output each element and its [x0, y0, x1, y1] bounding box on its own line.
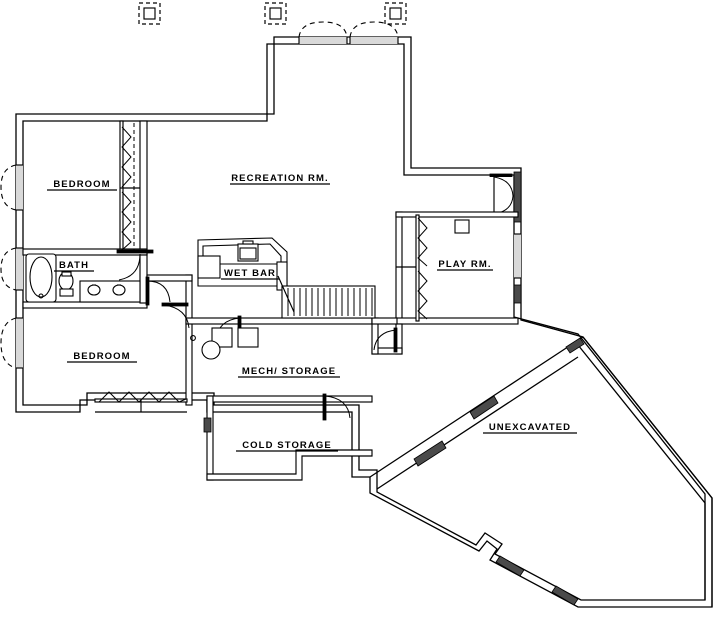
partition-rec-play-link — [371, 317, 398, 325]
partition-mech-cold-storage — [206, 395, 373, 403]
label-bedroom-lower-text: BEDROOM — [73, 351, 130, 362]
door-jamb-hatch-lower — [513, 284, 522, 304]
label-bath-text: BATH — [59, 260, 89, 271]
label-bedroom-upper: BEDROOM — [47, 179, 117, 191]
door-bedroom-upper[interactable] — [116, 249, 154, 281]
structural-post-2 — [264, 2, 287, 25]
right-wall-openings — [513, 171, 522, 304]
play-room-utility-box — [454, 219, 470, 234]
structural-post-1 — [138, 2, 161, 25]
label-play-room-text: PLAY RM. — [438, 259, 491, 270]
unexcavated-area-outline — [369, 336, 713, 607]
vanity-counter — [79, 280, 141, 303]
window-top-wall-group — [298, 21, 399, 44]
interior-partitions — [22, 120, 519, 481]
bathtub — [25, 253, 57, 303]
label-bedroom-upper-text: BEDROOM — [53, 179, 110, 190]
structural-post-markers — [138, 2, 407, 25]
partition-cold-storage-west — [206, 395, 214, 481]
partition-cold-storage-south — [206, 449, 373, 481]
closet-rod-play-room — [417, 217, 428, 320]
wet-bar-assembly — [197, 237, 288, 291]
partition-bath-bedroom-lower — [22, 301, 148, 309]
floor-drain — [190, 335, 196, 341]
bar-sink — [237, 240, 259, 262]
partition-bedroom-upper-east — [139, 120, 148, 255]
label-cold-storage: COLD STORAGE — [236, 440, 338, 452]
partition-play-room-west — [395, 211, 403, 325]
partition-play-room-north — [395, 211, 519, 218]
partition-hall-top — [146, 274, 193, 282]
mechanical-equipment — [190, 327, 259, 360]
label-mech-storage-text: MECH/ STORAGE — [242, 366, 336, 377]
closet-rod-bedroom-upper — [121, 123, 135, 252]
furnace-unit-a — [211, 327, 233, 348]
door-bath[interactable] — [145, 276, 171, 306]
foundation-beam-pockets — [413, 337, 585, 606]
window-well-bedroom-upper — [0, 164, 23, 211]
label-unexcavated: UNEXCAVATED — [483, 422, 577, 434]
partition-play-room-south — [395, 317, 519, 325]
window-wells-left-wall — [0, 164, 23, 369]
door-play-room[interactable] — [373, 327, 398, 353]
staircase — [277, 275, 376, 319]
closet-rod-bedroom-lower — [98, 391, 187, 403]
water-heater — [201, 340, 221, 360]
stair-treads — [287, 288, 373, 316]
bathroom-fixtures — [25, 253, 141, 303]
label-bedroom-lower: BEDROOM — [67, 351, 137, 363]
door-bedroom-lower[interactable] — [161, 302, 190, 329]
label-mech-storage: MECH/ STORAGE — [238, 366, 340, 378]
window-play-room-right — [514, 233, 521, 279]
label-wet-bar: WET BAR — [221, 268, 279, 280]
window-top-right — [349, 21, 399, 44]
closet-wall-play-room — [415, 214, 420, 322]
label-bath: BATH — [54, 260, 94, 272]
partition-mech-storage-north — [185, 317, 373, 325]
label-recreation-room-text: RECREATION RM. — [231, 173, 329, 184]
label-wet-bar-text: WET BAR — [224, 268, 276, 279]
bar-cabinet — [197, 255, 221, 279]
stair-run — [281, 285, 376, 319]
cold-storage-vent — [203, 417, 212, 433]
door-cold-storage[interactable] — [322, 393, 351, 421]
label-recreation-room: RECREATION RM. — [230, 173, 330, 185]
toilet — [58, 271, 74, 297]
window-well-bedroom-lower — [0, 317, 23, 369]
furnace-unit-b — [237, 327, 259, 348]
window-well-bath — [0, 247, 23, 291]
room-labels: BEDROOM BATH BEDROOM RECREATION RM. WET … — [47, 173, 577, 452]
stair-cut-line — [277, 275, 295, 313]
label-play-room: PLAY RM. — [437, 259, 493, 271]
door-jamb-hatch-upper — [513, 171, 522, 223]
label-unexcavated-text: UNEXCAVATED — [489, 422, 571, 433]
window-top-left — [298, 21, 348, 44]
label-cold-storage-text: COLD STORAGE — [242, 440, 332, 451]
structural-post-3 — [384, 2, 407, 25]
